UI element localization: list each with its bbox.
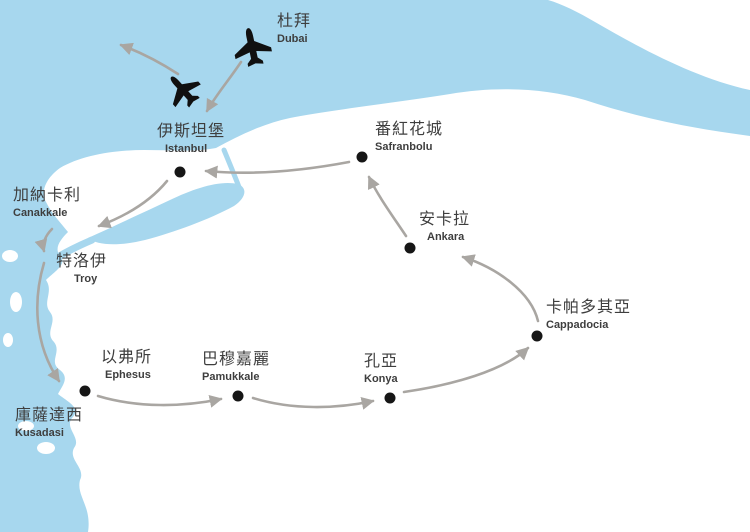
sea-of-marmara: [88, 182, 245, 245]
city-marker-safranbolu: [356, 151, 368, 163]
route-arrow-ephesus-pamukkale: [96, 394, 223, 408]
island: [3, 333, 13, 347]
airplane-icon-large: [234, 28, 272, 67]
city-label-ephesus: 以弗所 Ephesus: [101, 348, 152, 383]
city-name-zh: 以弗所: [101, 349, 153, 366]
city-label-canakkale: 加納卡利 Canakkale: [13, 186, 81, 221]
route-arrow-departure: [119, 42, 180, 76]
northeast-landmass: [548, 0, 750, 90]
city-label-istanbul: 伊斯坦堡 Istanbul: [157, 122, 225, 157]
city-label-kusadasi: 庫薩達西 Kusadasi: [15, 406, 83, 441]
city-name-en: Troy: [74, 273, 98, 285]
route-arrow-safranbolu-istanbul: [204, 160, 351, 179]
city-name-zh: 庫薩達西: [15, 407, 84, 424]
city-name-en: Ankara: [427, 231, 465, 243]
island: [2, 250, 18, 262]
city-name-zh: 加納卡利: [13, 187, 82, 204]
city-name-en: Istanbul: [165, 143, 208, 155]
city-marker-ankara: [404, 242, 416, 254]
city-marker-konya: [384, 392, 396, 404]
island: [10, 292, 22, 312]
city-marker-cappadocia: [531, 330, 543, 342]
city-name-en: Ephesus: [105, 369, 151, 381]
airplane-icon-small: [170, 76, 201, 108]
route-arrow-istanbul-canakkale: [97, 179, 169, 229]
dardanelles-strait: [52, 236, 96, 262]
city-name-zh: 安卡拉: [419, 211, 471, 228]
city-marker-pamukkale: [232, 390, 244, 402]
city-label-cappadocia: 卡帕多其亞 Cappadocia: [546, 298, 631, 333]
route-arrow-dubai-istanbul: [205, 60, 243, 113]
island: [37, 442, 55, 454]
city-name-en: Cappadocia: [546, 319, 609, 331]
city-name-zh: 杜拜: [277, 13, 312, 30]
route-arrow-pamukkale-konya: [251, 396, 375, 410]
city-label-ankara: 安卡拉 Ankara: [419, 210, 470, 245]
city-marker-kusadasi: [79, 385, 91, 397]
city-label-pamukkale: 巴穆嘉麗 Pamukkale: [202, 350, 270, 385]
city-name-en: Kusadasi: [15, 427, 64, 439]
city-name-zh: 卡帕多其亞: [546, 299, 632, 316]
city-label-safranbolu: 番紅花城 Safranbolu: [375, 120, 443, 155]
turkey-landmass: [43, 89, 750, 532]
city-label-troy: 特洛伊 Troy: [56, 252, 107, 287]
city-marker-istanbul: [174, 166, 186, 178]
city-name-en: Konya: [364, 373, 398, 385]
bosphorus-strait: [221, 147, 242, 190]
city-label-konya: 孔亞 Konya: [364, 352, 398, 387]
route-arrow-konya-cappadocia: [402, 346, 530, 394]
city-name-zh: 巴穆嘉麗: [202, 351, 271, 368]
route-arrow-cappadocia-ankara: [461, 254, 540, 323]
route-arrow-ankara-safranbolu: [367, 175, 408, 238]
city-name-zh: 孔亞: [364, 353, 399, 370]
city-name-zh: 特洛伊: [56, 253, 108, 270]
city-name-zh: 番紅花城: [375, 121, 444, 138]
city-name-en: Dubai: [277, 33, 308, 45]
city-name-zh: 伊斯坦堡: [157, 123, 226, 140]
city-name-en: Pamukkale: [202, 371, 260, 383]
city-name-en: Canakkale: [13, 207, 68, 219]
island: [18, 421, 34, 431]
route-arrow-canakkale-troy: [34, 227, 54, 253]
route-arrow-troy-kusadasi: [36, 261, 61, 383]
city-label-dubai: 杜拜 Dubai: [277, 12, 311, 47]
city-name-en: Safranbolu: [375, 141, 433, 153]
